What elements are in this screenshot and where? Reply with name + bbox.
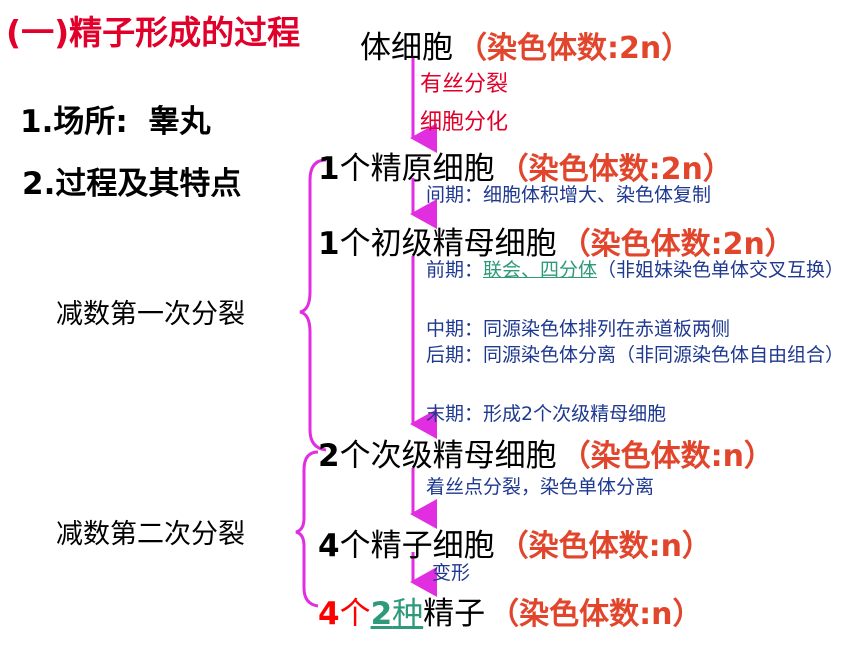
transform-note: 变形 xyxy=(432,562,471,584)
chromosome-count: （染色体数:n） xyxy=(560,439,774,474)
sperm-count: 4 xyxy=(318,596,340,632)
place-value: 睾丸 xyxy=(148,104,211,140)
synapsis-link[interactable]: 联会、四分体 xyxy=(483,259,598,281)
chromosome-count: （染色体数:2n） xyxy=(560,227,795,262)
step-mitosis: 有丝分裂 xyxy=(420,72,509,97)
sperm-unit: 个 xyxy=(339,596,371,632)
prophase-prefix: 前期： xyxy=(426,259,484,281)
interphase-note: 间期：细胞体积增大、染色体复制 xyxy=(426,184,712,206)
place-row: 1.场所: 睾丸 xyxy=(20,96,211,141)
meiosis2-note: 着丝点分裂，染色单体分离 xyxy=(426,476,655,498)
chromosome-count: （染色体数:2n） xyxy=(457,31,692,66)
stage-name: 个初级精母细胞 xyxy=(339,226,557,262)
stage-sperm: 4个2种精子（染色体数:n） xyxy=(318,588,703,633)
stage-count: 4 xyxy=(318,528,340,564)
place-label: 1.场所: xyxy=(20,104,128,140)
sperm-type-count[interactable]: 2 xyxy=(370,596,393,632)
stage-name: 个精子细胞 xyxy=(339,528,495,564)
step-differentiation: 细胞分化 xyxy=(420,110,509,135)
brace-meiosis1 xyxy=(299,158,327,452)
stage-count: 2 xyxy=(318,438,340,474)
stage-name: 个精原细胞 xyxy=(339,151,495,187)
stage-spermatid: 4个精子细胞（染色体数:n） xyxy=(318,520,712,565)
stage-spermatogonium: 1个精原细胞（染色体数:2n） xyxy=(318,143,733,188)
stage-somatic: 体细胞（染色体数:2n） xyxy=(360,22,691,67)
process-label: 2.过程及其特点 xyxy=(22,166,242,202)
telophase-note: 末期：形成2个次级精母细胞 xyxy=(426,403,667,425)
chromosome-count: （染色体数:n） xyxy=(498,529,712,564)
meiosis1-label: 减数第一次分裂 xyxy=(56,299,245,330)
prophase-note: 前期：联会、四分体（非姐妹染色单体交叉互换） xyxy=(426,257,846,284)
stage-secondary-spermatocyte: 2个次级精母细胞（染色体数:n） xyxy=(318,430,774,475)
chromosome-count: （染色体数:2n） xyxy=(498,152,733,187)
sperm-type-link[interactable]: 种 xyxy=(392,596,424,632)
prophase-rest: （非姐妹染色单体交叉互换） xyxy=(597,259,845,281)
stage-primary-spermatocyte: 1个初级精母细胞（染色体数:2n） xyxy=(318,218,795,263)
meiosis2-label: 减数第二次分裂 xyxy=(56,519,245,550)
chromosome-count: （染色体数:n） xyxy=(489,597,703,632)
metaphase-note: 中期：同源染色体排列在赤道板两侧 xyxy=(426,318,731,340)
brace-meiosis2 xyxy=(295,450,319,608)
anaphase-note: 后期：同源染色体分离（非同源染色体自由组合） xyxy=(426,344,845,366)
stage-count: 1 xyxy=(318,151,340,187)
stage-name: 体细胞 xyxy=(360,30,453,66)
page-title: (一)精子形成的过程 xyxy=(6,13,301,52)
stage-name: 精子 xyxy=(423,596,486,632)
stage-count: 1 xyxy=(318,226,340,262)
stage-name: 个次级精母细胞 xyxy=(339,438,557,474)
